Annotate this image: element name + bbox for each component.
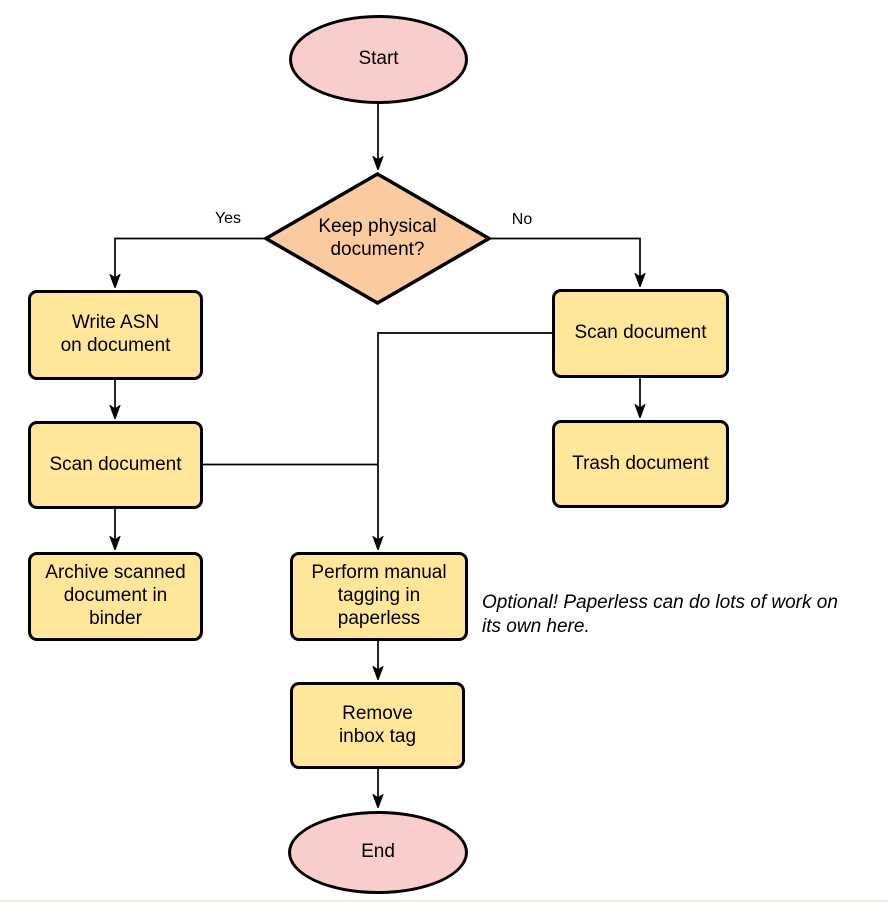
- trash-document-node: Trash document: [552, 420, 729, 508]
- edge-label-no: No: [511, 211, 533, 228]
- decision-node: Keep physical document?: [262, 171, 493, 306]
- remove-inbox-tag-node-label: Remove inbox tag: [338, 702, 417, 747]
- scan-document-right-node-label: Scan document: [574, 322, 707, 344]
- start-node: Start: [289, 15, 468, 104]
- scan-document-right-node: Scan document: [552, 289, 729, 378]
- decision-node-label: Keep physical document?: [318, 215, 437, 260]
- perform-tagging-node-label: Perform manual tagging in paperless: [311, 562, 447, 629]
- write-asn-node: Write ASN on document: [28, 290, 203, 380]
- archive-node: Archive scanned document in binder: [28, 552, 203, 641]
- edge-scan-right-to-perform-tagging: [378, 332, 553, 549]
- end-node-label: End: [361, 841, 395, 863]
- trash-document-node-label: Trash document: [572, 452, 709, 474]
- edge-decision-no-to-scan-right: [491, 237, 640, 287]
- write-asn-node-label: Write ASN on document: [60, 312, 171, 356]
- bottom-divider: [0, 900, 888, 902]
- edge-decision-yes-to-write-asn: [115, 237, 264, 288]
- remove-inbox-tag-node: Remove inbox tag: [290, 682, 465, 769]
- start-node-label: Start: [358, 48, 399, 70]
- optional-note: Optional! Paperless can do lots of work …: [482, 592, 838, 637]
- perform-tagging-node: Perform manual tagging in paperless: [290, 552, 468, 641]
- end-node: End: [288, 811, 468, 894]
- scan-document-left-node: Scan document: [28, 421, 203, 509]
- edge-label-yes: Yes: [214, 210, 242, 227]
- decision-diamond-shape: [262, 171, 493, 306]
- scan-document-left-node-label: Scan document: [49, 453, 182, 475]
- archive-node-label: Archive scanned document in binder: [45, 562, 186, 629]
